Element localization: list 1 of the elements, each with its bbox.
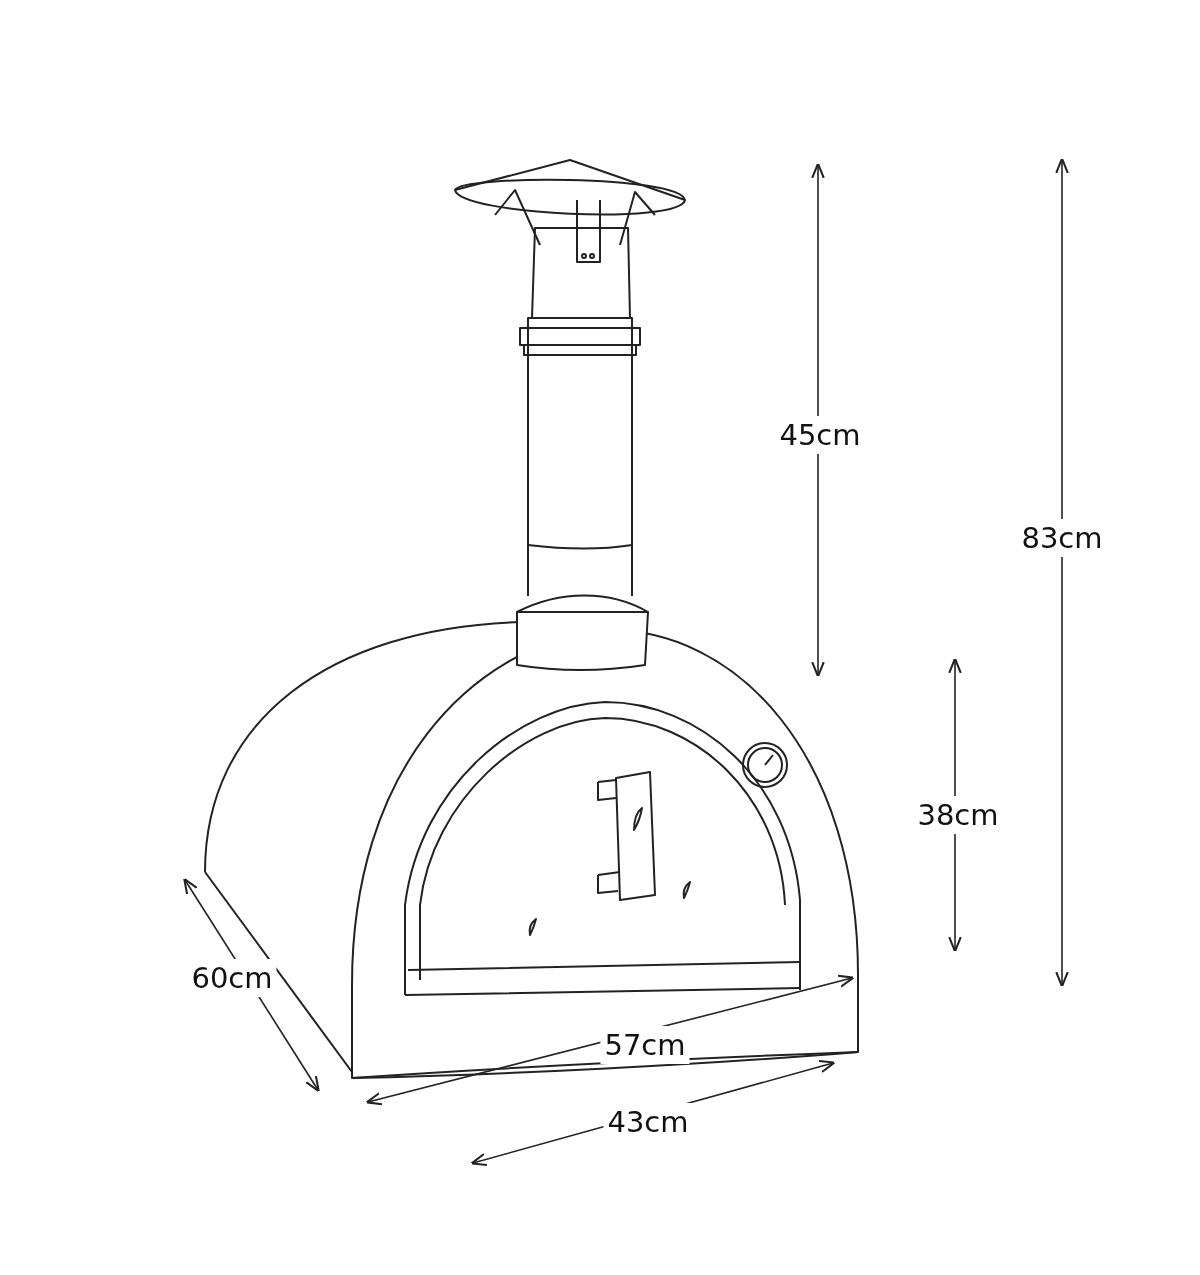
dimension-label: 57cm <box>600 1026 690 1064</box>
